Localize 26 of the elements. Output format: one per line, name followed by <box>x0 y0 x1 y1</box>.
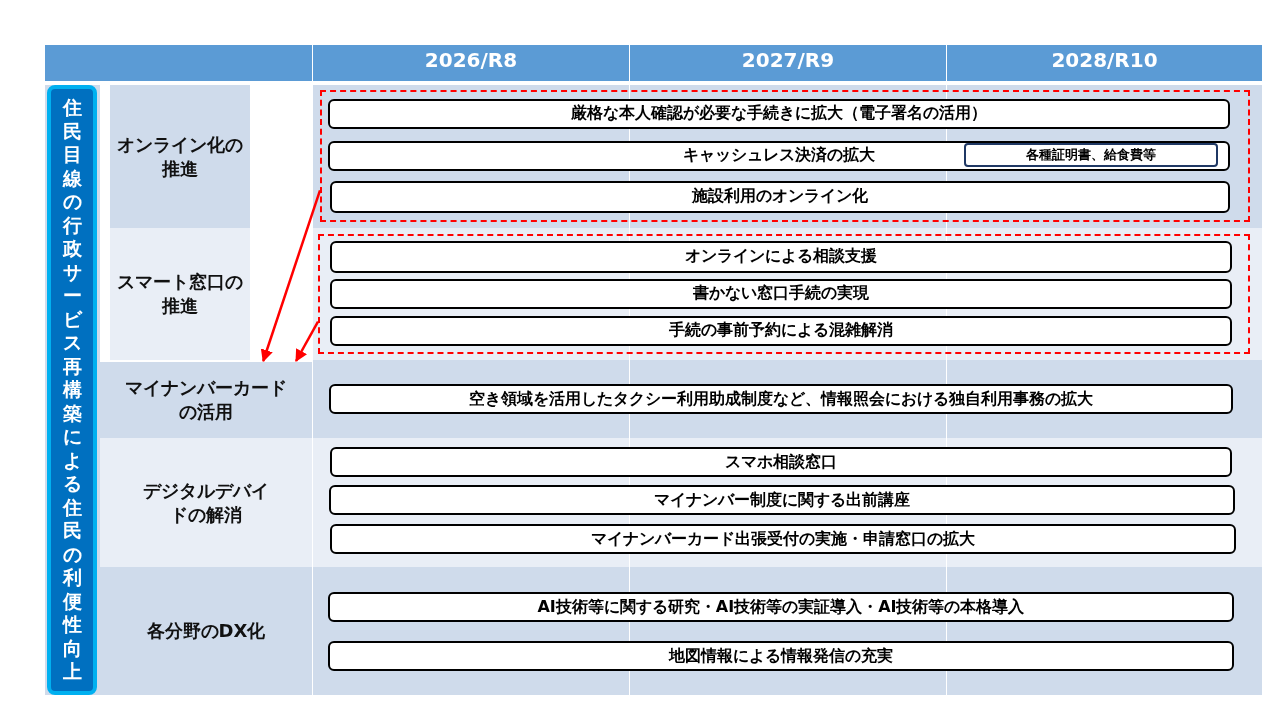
initiative-box: 厳格な本人確認が必要な手続きに拡大（電子署名の活用） <box>327 98 1230 129</box>
column-header: 2028/R10 <box>1050 48 1159 74</box>
arrow <box>260 189 322 363</box>
category-heading: オンライン化の推進 <box>110 85 250 228</box>
arrow <box>295 321 320 363</box>
initiative-box: 地図情報による情報発信の充実 <box>328 641 1234 671</box>
dashed-group-box <box>318 234 1250 354</box>
initiative-box: オンラインによる相談支援 <box>329 240 1232 273</box>
category-heading: スマート窓口の推進 <box>110 228 250 360</box>
initiative-box: 施設利用のオンライン化 <box>329 180 1230 213</box>
note-box: 各種証明書、給食費等 <box>964 143 1218 167</box>
initiative-box: マイナンバー制度に関する出前講座 <box>329 485 1235 515</box>
category-heading: デジタルデバイドの解消 <box>100 438 312 567</box>
initiative-box: 書かない窓口手続の実現 <box>329 278 1232 309</box>
dashed-group-box <box>320 90 1250 222</box>
initiative-box: マイナンバーカード出張受付の実施・申請窓口の拡大 <box>330 524 1236 554</box>
initiative-box: 空き領域を活用したタクシー利用助成制度など、情報照会における独自利用事務の拡大 <box>329 384 1233 414</box>
initiative-box: 手続の事前予約による混雑解消 <box>329 315 1232 346</box>
column-header: 2027/R9 <box>740 48 836 74</box>
initiative-box: キャッシュレス決済の拡大 各種証明書、給食費等 <box>327 140 1230 171</box>
category-heading: 各分野のDX化 <box>100 567 312 695</box>
initiative-box: スマホ相談窓口 <box>330 447 1232 477</box>
initiative-box: AI技術等に関する研究・AI技術等の実証導入・AI技術等の本格導入 <box>328 592 1234 622</box>
category-heading: マイナンバーカードの活用 <box>100 362 312 438</box>
goal-banner: 住民目線の行政サービス再構築による住民の利便性向上 <box>47 85 97 695</box>
column-header: 2026/R8 <box>423 48 519 74</box>
